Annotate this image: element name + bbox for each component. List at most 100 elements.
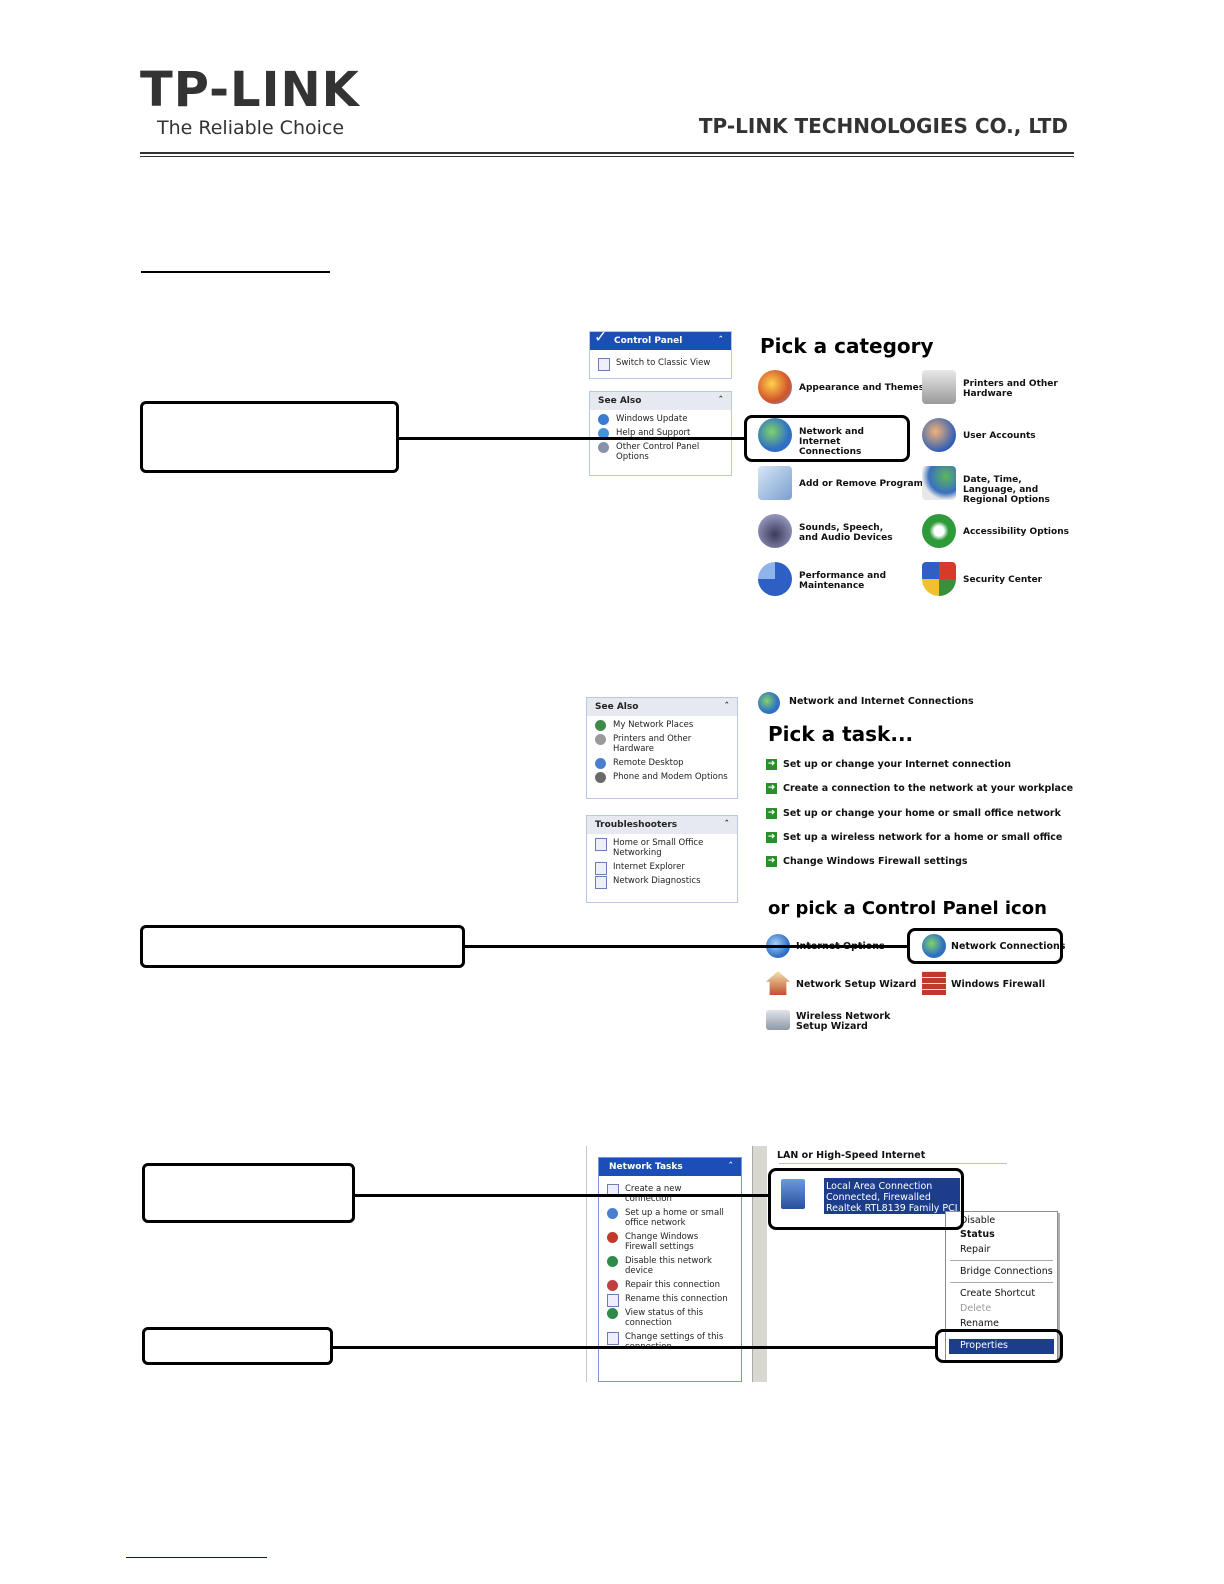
task-link[interactable]: ➜Change Windows Firewall settings: [766, 856, 968, 867]
network-task-item[interactable]: Disable this network device: [599, 1256, 715, 1276]
header-rule-thin: [140, 156, 1074, 157]
context-menu: Disable Status Repair Bridge Connections…: [945, 1211, 1058, 1361]
troubleshooter-item[interactable]: Internet Explorer: [587, 862, 737, 875]
settings-icon: [607, 1332, 619, 1345]
checkmark-icon: ✓: [594, 327, 608, 346]
windows-update-icon: [598, 414, 609, 425]
category-link[interactable]: Sounds, Speech, and Audio Devices: [799, 523, 893, 543]
control-panel-icon-link[interactable]: Windows Firewall: [951, 979, 1046, 990]
green-arrow-icon: ➜: [766, 856, 777, 867]
category-link[interactable]: Appearance and Themes: [799, 383, 925, 393]
network-task-item[interactable]: Repair this connection: [599, 1280, 741, 1291]
control-panel-icon-network-connections[interactable]: Network Connections: [951, 941, 1066, 952]
performance-icon: [758, 562, 792, 596]
callout-line-3: [355, 1194, 771, 1197]
collapse-icon[interactable]: ˆ: [728, 1162, 734, 1172]
phone-modem-icon: [595, 772, 606, 783]
green-arrow-icon: ➜: [766, 832, 777, 843]
network-connections-icon: [922, 934, 946, 958]
see-also-item[interactable]: Windows Update: [590, 414, 731, 425]
task-link[interactable]: ➜Set up or change your Internet connecti…: [766, 759, 1011, 770]
help-question-icon: [595, 862, 607, 875]
breadcrumb: Network and Internet Connections: [789, 696, 974, 707]
section-underline: [141, 271, 330, 273]
network-task-item[interactable]: Rename this connection: [599, 1294, 741, 1307]
task-link[interactable]: ➜Create a connection to the network at y…: [766, 783, 1074, 794]
menu-item-rename[interactable]: Rename: [960, 1318, 999, 1329]
menu-item-repair[interactable]: Repair: [960, 1244, 991, 1255]
category-link[interactable]: Printers and Other Hardware: [963, 379, 1058, 399]
see-also-header: See Also ˆ: [587, 698, 737, 716]
category-link[interactable]: Date, Time, Language, and Regional Optio…: [963, 475, 1050, 505]
network-task-item[interactable]: View status of this connection: [599, 1308, 715, 1328]
menu-item-bridge[interactable]: Bridge Connections: [960, 1266, 1053, 1277]
pick-category-heading: Pick a category: [760, 334, 934, 358]
collapse-icon[interactable]: ˆ: [724, 702, 730, 712]
category-link[interactable]: Security Center: [963, 575, 1043, 585]
control-panel-icon-link[interactable]: Network Setup Wizard: [796, 979, 917, 990]
task-link[interactable]: ➜Set up or change your home or small off…: [766, 808, 1061, 819]
menu-separator: [950, 1282, 1053, 1283]
troubleshooter-item[interactable]: Home or Small Office Networking: [587, 838, 713, 858]
see-also-item[interactable]: My Network Places: [587, 720, 737, 731]
collapse-icon[interactable]: ˆ: [718, 396, 724, 406]
printer-icon: [595, 734, 606, 745]
category-link[interactable]: Performance and Maintenance: [799, 571, 887, 591]
appearance-icon: [758, 370, 792, 404]
menu-item-disable[interactable]: Disable: [960, 1215, 996, 1226]
see-also-header: See Also ˆ: [590, 392, 731, 410]
see-also-panel: See Also ˆ Windows Update Help and Suppo…: [589, 391, 732, 476]
firewall-icon: [607, 1232, 618, 1243]
network-task-item[interactable]: Set up a home or small office network: [599, 1208, 725, 1228]
header-rule: [140, 152, 1074, 154]
add-remove-icon: [758, 466, 792, 500]
security-shield-icon: [922, 562, 956, 596]
network-task-item[interactable]: Change settings of this connection: [599, 1332, 725, 1352]
network-globe-icon: [758, 418, 792, 452]
footer-link-underline: [126, 1557, 267, 1558]
classic-view-icon: [598, 358, 610, 371]
menu-item-properties[interactable]: Properties: [960, 1340, 1009, 1351]
lan-connection-icon[interactable]: [781, 1179, 805, 1209]
collapse-icon[interactable]: ˆ: [718, 336, 724, 346]
menu-separator: [950, 1260, 1053, 1261]
troubleshooters-header: Troubleshooters ˆ: [587, 816, 737, 834]
troubleshooter-item[interactable]: Network Diagnostics: [587, 876, 737, 889]
see-also-item[interactable]: Phone and Modem Options: [587, 772, 737, 783]
pick-icon-heading: or pick a Control Panel icon: [768, 898, 1047, 919]
company-name: TP-LINK TECHNOLOGIES CO., LTD: [698, 114, 1068, 138]
scrollbar[interactable]: [752, 1146, 767, 1382]
task-link[interactable]: ➜Set up a wireless network for a home or…: [766, 832, 1063, 843]
see-also-item[interactable]: Other Control Panel Options: [590, 442, 706, 462]
group-divider: [779, 1163, 1007, 1164]
network-places-icon: [595, 720, 606, 731]
network-setup-wizard-icon: [766, 971, 790, 995]
collapse-icon[interactable]: ˆ: [724, 820, 730, 830]
group-label: LAN or High-Speed Internet: [777, 1150, 926, 1161]
category-link[interactable]: Add or Remove Programs: [799, 479, 929, 489]
help-question-icon: [595, 838, 607, 851]
see-also-item[interactable]: Help and Support: [590, 428, 731, 439]
repair-wrench-icon: [607, 1280, 618, 1291]
menu-item-create-shortcut[interactable]: Create Shortcut: [960, 1288, 1036, 1299]
control-panel-icon-link[interactable]: Wireless Network Setup Wizard: [796, 1011, 891, 1032]
menu-item-status[interactable]: Status: [960, 1229, 995, 1240]
switch-classic-view-link[interactable]: Switch to Classic View: [590, 358, 731, 371]
pick-task-heading: Pick a task...: [768, 722, 914, 746]
callout-box-3: [142, 1163, 355, 1223]
see-also-item[interactable]: Remote Desktop: [587, 758, 737, 769]
menu-item-delete: Delete: [960, 1303, 992, 1314]
callout-line-2: [465, 945, 909, 948]
date-time-icon: [922, 466, 956, 500]
tp-link-logo: TP-LINK: [140, 62, 360, 118]
printer-icon: [922, 370, 956, 404]
local-area-connection[interactable]: Local Area Connection Connected, Firewal…: [824, 1178, 960, 1214]
category-link[interactable]: User Accounts: [963, 431, 1036, 441]
see-also-item[interactable]: Printers and Other Hardware: [587, 734, 708, 754]
category-link-network[interactable]: Network and Internet Connections: [799, 427, 864, 457]
callout-box-1: [140, 401, 399, 473]
callout-line-1: [399, 437, 745, 440]
network-task-item[interactable]: Change Windows Firewall settings: [599, 1232, 715, 1252]
green-arrow-icon: ➜: [766, 759, 777, 770]
category-link[interactable]: Accessibility Options: [963, 527, 1069, 537]
